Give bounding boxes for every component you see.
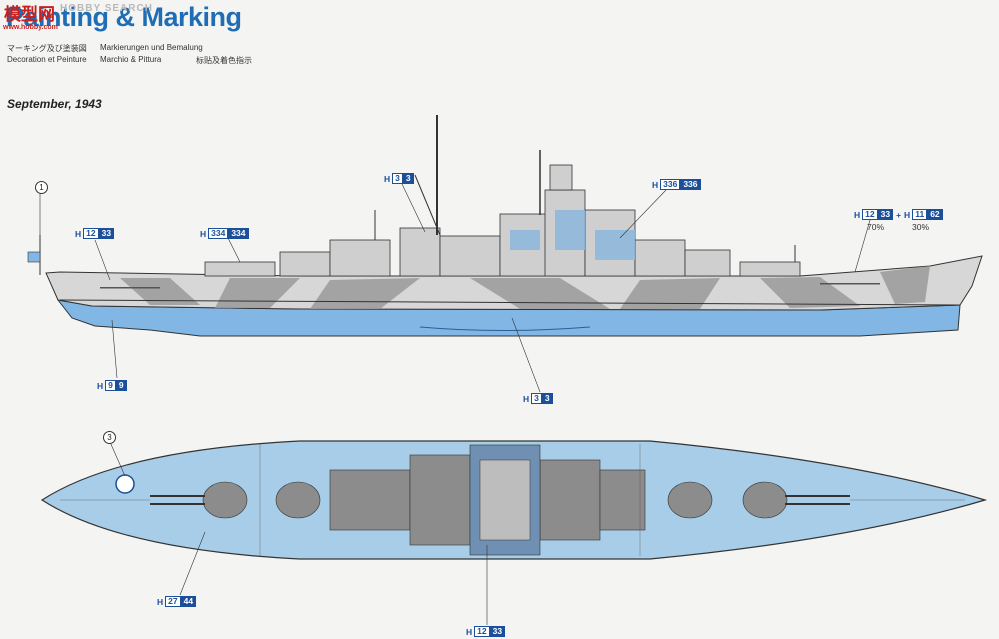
callout-mix-stern: H 12 33 + H 11 62	[854, 209, 943, 220]
callout-h9: H 9 9	[97, 380, 127, 391]
callout-h12-33-deck: H 12 33	[466, 626, 506, 637]
watermark-sub: HOBBY SEARCH	[60, 3, 153, 14]
callout-h12-33-bow: H 12 33	[75, 228, 115, 239]
mix-percent-70: 70%	[867, 222, 885, 232]
subtitle-japanese: マーキング及び塗装図	[7, 44, 87, 53]
superstructure	[204, 189, 801, 277]
mix-percent-30: 30%	[912, 222, 930, 232]
callout-h334: H 334 334	[200, 228, 249, 239]
ref-number-3: 3	[103, 431, 116, 444]
callout-h3-superstructure: H 3 3	[384, 173, 414, 184]
subtitle-italian: Marchio & Pittura	[100, 55, 162, 64]
callout-h336: H 336 336	[652, 179, 701, 190]
watermark-logo: 模型网	[4, 5, 55, 24]
subtitle-french: Decoration et Peinture	[7, 55, 87, 64]
callout-h27-44: H 27 44	[157, 596, 197, 607]
subtitle-chinese: 标贴及着色指示	[196, 56, 252, 65]
watermark-url: www.hobby.com	[3, 24, 58, 31]
ref-number-1: 1	[35, 181, 48, 194]
callout-h3-lower-hull: H 3 3	[523, 393, 553, 404]
side-profile	[27, 115, 983, 393]
subtitle-german: Markierungen und Bemalung	[100, 43, 203, 52]
scheme-date: September, 1943	[7, 97, 102, 111]
page-title: Painting & Marking	[6, 2, 242, 32]
top-view	[40, 440, 988, 625]
